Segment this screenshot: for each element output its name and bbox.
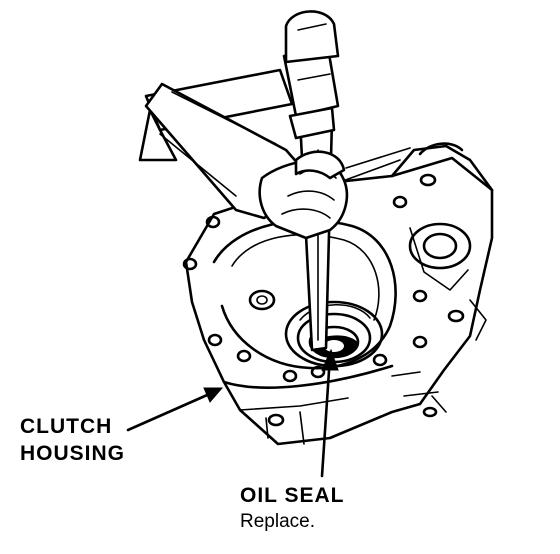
clutch-housing-label-line2: HOUSING: [20, 442, 126, 465]
oil-seal-arrow: [320, 348, 339, 478]
oil-seal-label: OIL SEAL: [240, 484, 345, 507]
oil-seal-icon: [284, 300, 384, 368]
hammer-icon: [138, 10, 340, 162]
clutch-housing-icon: [182, 142, 494, 446]
clutch-housing-label: CLUTCH: [20, 415, 113, 438]
oil-seal-note: Replace.: [240, 511, 315, 532]
clutch-housing-arrow: [126, 387, 224, 432]
hand-icon: [144, 82, 349, 240]
